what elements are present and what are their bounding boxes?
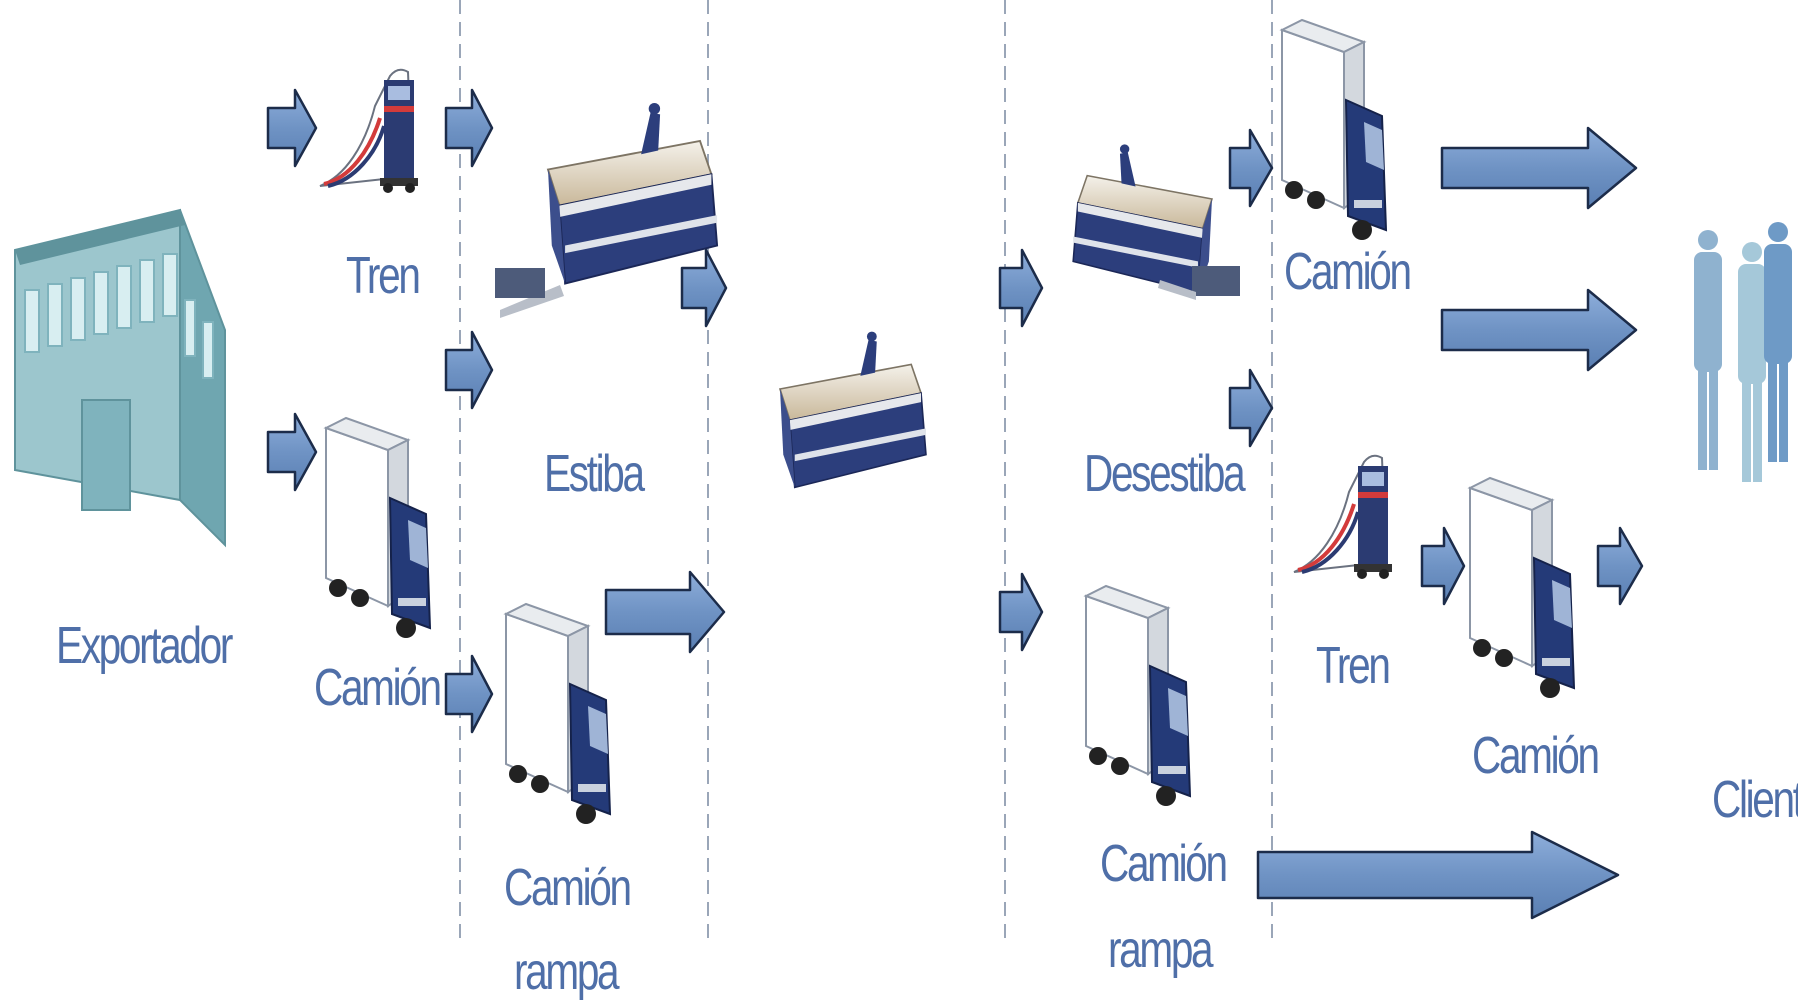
label-truck-dest-bottom: Camión	[1472, 727, 1600, 785]
label-ramp-truck-origin-line1: Camión	[504, 859, 632, 917]
arrow-icon	[1256, 830, 1620, 920]
train-icon	[318, 67, 420, 195]
arrow-icon	[680, 248, 728, 328]
ramp-icon	[1158, 266, 1240, 300]
arrow-icon	[1440, 126, 1638, 210]
ship-icon	[547, 102, 719, 285]
truck-icon	[1281, 19, 1387, 241]
truck-icon	[505, 603, 611, 825]
building-icon	[14, 208, 226, 548]
label-unloading: Desestiba	[1084, 445, 1246, 503]
label-truck-origin: Camión	[314, 659, 442, 717]
stage-dividers	[459, 0, 1273, 945]
ramp-icon	[495, 268, 564, 318]
arrow-icon	[998, 248, 1044, 328]
arrow-icon	[266, 412, 318, 492]
label-loading: Estiba	[544, 445, 645, 503]
label-ramp-truck-origin-line2: rampa	[514, 943, 620, 1001]
arrow-icon	[444, 330, 494, 410]
train-icon	[1292, 453, 1394, 581]
ship-icon	[779, 330, 927, 489]
truck-icon	[1085, 585, 1191, 807]
label-train-dest: Tren	[1316, 637, 1391, 695]
arrow-icon	[1228, 368, 1274, 448]
arrow-icon	[266, 88, 318, 168]
arrow-icon	[1228, 128, 1274, 208]
arrow-icon	[1440, 288, 1638, 372]
label-ramp-truck-dest-line2: rampa	[1108, 921, 1214, 979]
truck-icon	[325, 417, 431, 639]
label-ramp-truck-dest-line1: Camión	[1100, 835, 1228, 893]
arrow-icon	[444, 88, 494, 168]
truck-icon	[1469, 477, 1575, 699]
arrow-icon	[604, 570, 726, 654]
label-exporter: Exportador	[56, 617, 233, 675]
arrow-icon	[1420, 526, 1466, 606]
label-truck-dest-top: Camión	[1284, 243, 1412, 301]
arrow-icon	[444, 654, 494, 734]
label-client: Cliente	[1712, 771, 1798, 829]
ship-icon	[1072, 143, 1213, 294]
arrow-icon	[998, 572, 1044, 652]
arrow-icon	[1596, 526, 1644, 606]
label-train-origin: Tren	[346, 247, 421, 305]
people-icon	[1694, 222, 1792, 482]
